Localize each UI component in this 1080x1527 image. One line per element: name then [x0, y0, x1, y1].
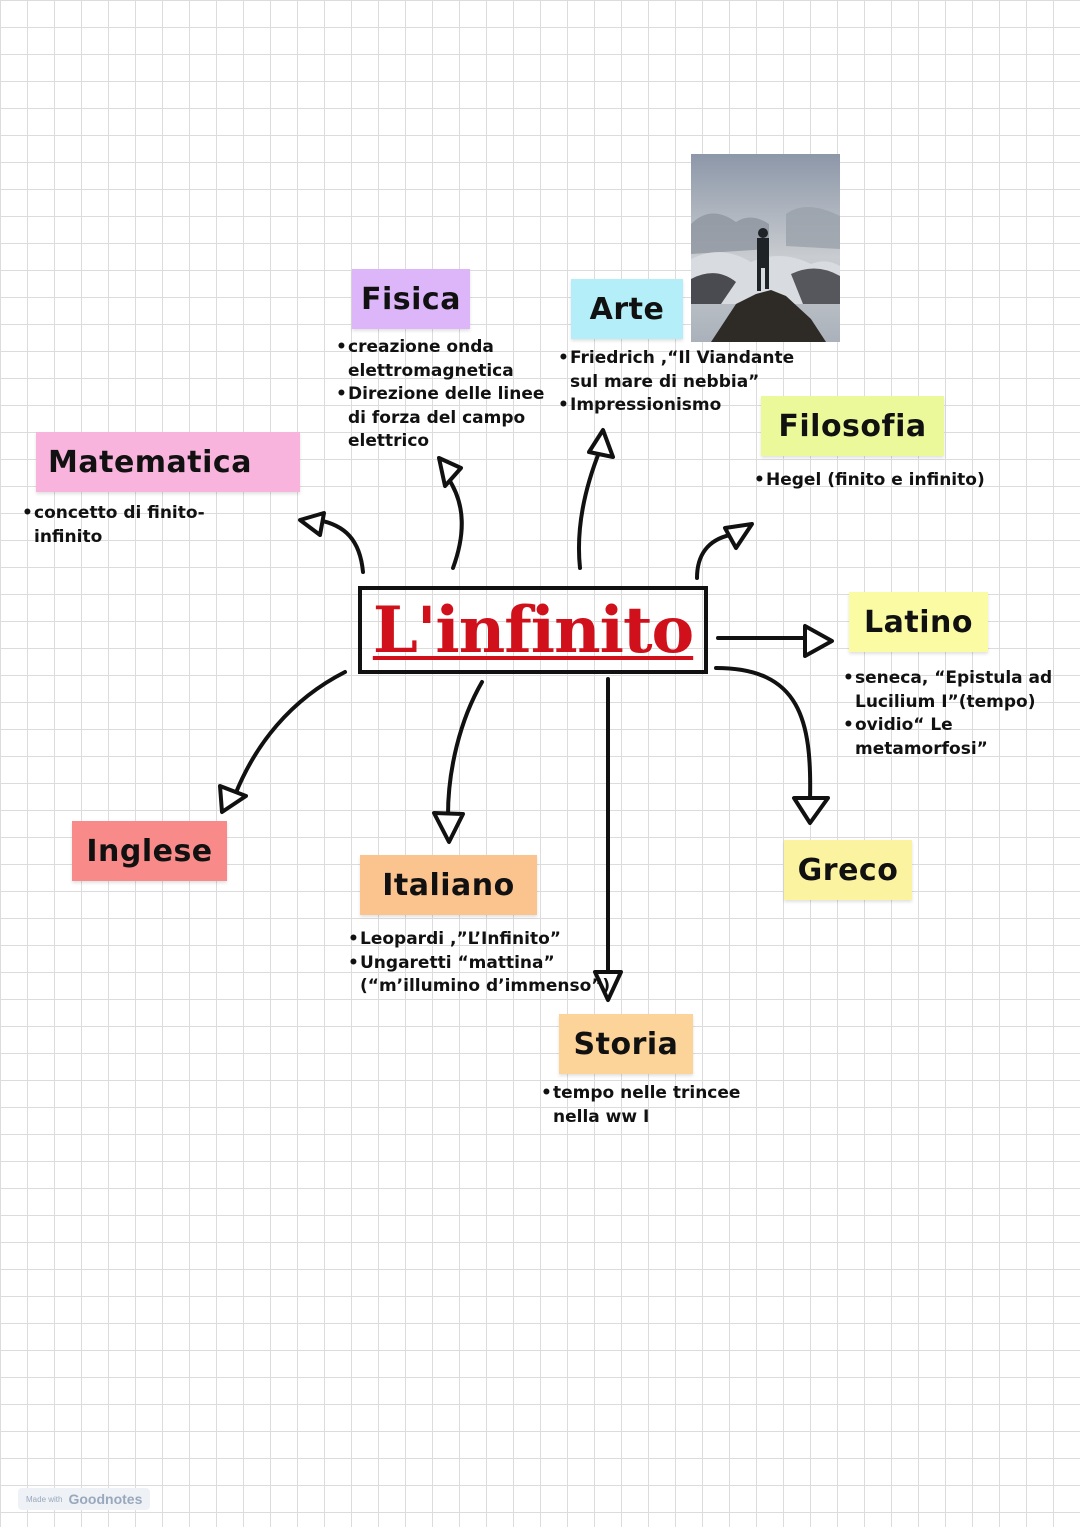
note-item: Leopardi ,”L’Infinito”: [348, 928, 628, 952]
subject-matematica-label: Matematica: [48, 444, 252, 480]
wanderer-painting-image: [691, 154, 840, 342]
watermark-brand: Goodnotes: [68, 1491, 143, 1507]
subject-italiano: Italiano: [360, 855, 537, 915]
notes-italiano: Leopardi ,”L’Infinito”Ungaretti “mattina…: [348, 928, 628, 999]
arrowhead-filosofia: [723, 522, 754, 550]
arrow-arte: [576, 448, 602, 570]
subject-inglese: Inglese: [72, 821, 227, 881]
arrowhead-fisica: [437, 456, 463, 488]
goodnotes-watermark: Made with Goodnotes: [18, 1488, 151, 1510]
notes-matematica: concetto di finito-infinito: [22, 502, 282, 549]
arrow-greco: [714, 666, 813, 802]
subject-fisica: Fisica: [352, 269, 470, 329]
subject-italiano-label: Italiano: [382, 867, 515, 903]
subject-latino: Latino: [849, 592, 988, 652]
central-topic-title: L'infinito: [372, 592, 694, 668]
central-topic-box: L'infinito: [358, 586, 708, 674]
note-item: Hegel (finito e infinito): [754, 469, 1054, 493]
subject-latino-label: Latino: [864, 604, 973, 640]
subject-matematica: Matematica: [36, 432, 300, 492]
arrowhead-matematica: [298, 511, 326, 537]
subject-storia-label: Storia: [573, 1026, 679, 1062]
arrow-fisica: [446, 476, 464, 570]
notes-fisica: creazione ondaelettromagneticaDirezione …: [336, 336, 576, 454]
note-item: Ungaretti “mattina”(“m’illumino d’immens…: [348, 952, 628, 999]
arrow-inglese: [233, 670, 347, 797]
subject-inglese-label: Inglese: [86, 833, 213, 869]
subject-greco-label: Greco: [797, 852, 899, 888]
arrow-italiano: [446, 680, 484, 817]
subject-greco: Greco: [784, 840, 912, 900]
note-item: concetto di finito-infinito: [22, 502, 282, 549]
subject-storia: Storia: [559, 1014, 693, 1074]
subject-arte-label: Arte: [589, 291, 665, 327]
arrowhead-inglese: [218, 784, 248, 814]
subject-filosofia: Filosofia: [761, 396, 944, 456]
arrow-filosofia: [695, 533, 732, 580]
watermark-made-with: Made with: [26, 1494, 63, 1504]
subject-fisica-label: Fisica: [361, 281, 461, 317]
arrowhead-latino: [803, 624, 834, 658]
subject-arte: Arte: [571, 279, 683, 339]
notes-filosofia: Hegel (finito e infinito): [754, 469, 1054, 493]
arrowhead-arte: [587, 428, 615, 459]
subject-filosofia-label: Filosofia: [778, 408, 927, 444]
note-item: Impressionismo: [558, 394, 838, 418]
arrowhead-greco: [792, 796, 830, 825]
arrowhead-italiano: [432, 811, 465, 844]
arrow-matematica: [316, 518, 365, 574]
